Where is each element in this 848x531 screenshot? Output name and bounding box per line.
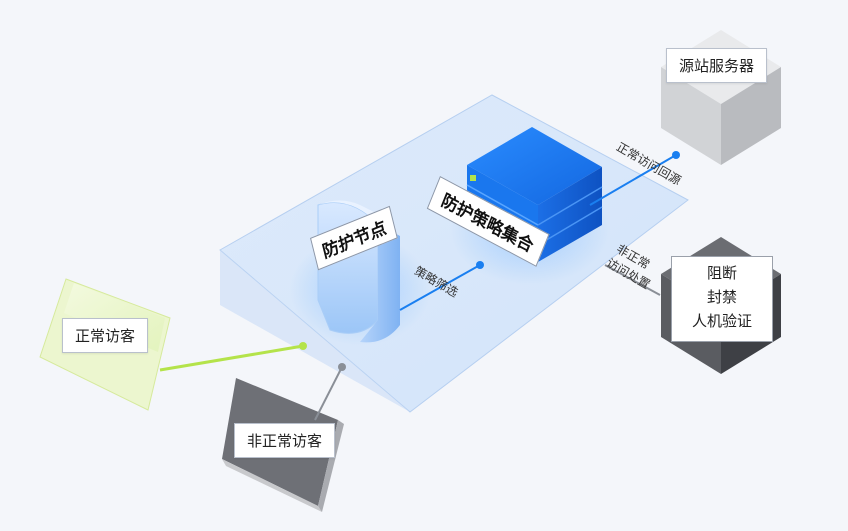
abnormal-visitor-dot bbox=[338, 363, 346, 371]
action-block: 阻断 bbox=[706, 264, 737, 282]
policy-filter-dot bbox=[476, 261, 484, 269]
action-captcha: 人机验证 bbox=[691, 312, 752, 330]
action-list: 阻断 封禁 人机验证 bbox=[671, 256, 773, 342]
origin-server-label: 源站服务器 bbox=[666, 48, 768, 83]
normal-return-line bbox=[589, 154, 677, 206]
policy-filter-line bbox=[399, 264, 481, 311]
abnormal-visitor-label: 非正常访客 bbox=[234, 423, 336, 458]
abnormal-visitor-line bbox=[314, 366, 343, 421]
normal-visitor-line bbox=[159, 344, 304, 372]
normal-visitor-label: 正常访客 bbox=[62, 318, 149, 353]
action-ban: 封禁 bbox=[706, 288, 737, 306]
abnormal-handling-line bbox=[604, 264, 661, 296]
normal-return-dot bbox=[672, 151, 680, 159]
normal-visitor-dot bbox=[299, 342, 307, 350]
